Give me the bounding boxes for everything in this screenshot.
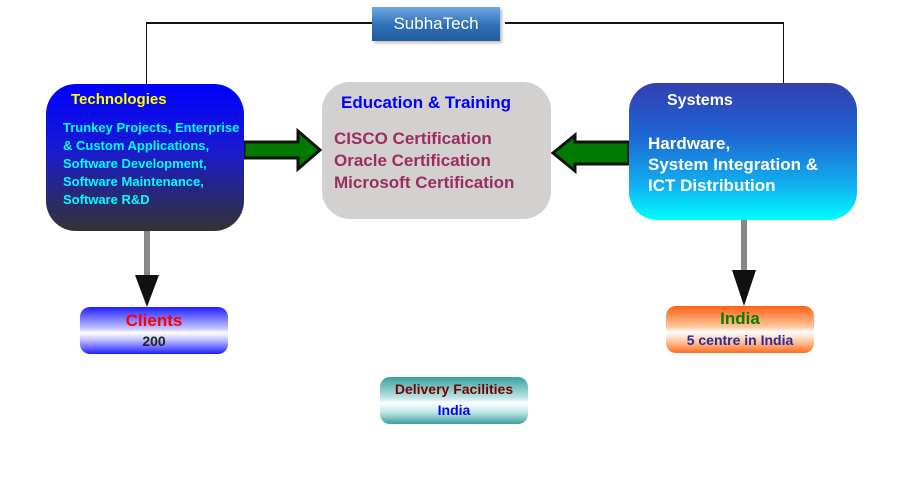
technologies-title: Technologies [71, 91, 167, 108]
connector-line [505, 22, 784, 24]
arrow-right-icon [242, 127, 323, 173]
clients-count: 200 [142, 333, 166, 349]
india-box: India 5 centre in India [666, 306, 814, 353]
arrow-down-icon [135, 275, 159, 307]
delivery-box: Delivery Facilities India [380, 377, 528, 424]
clients-title: Clients [125, 311, 183, 330]
systems-body: Hardware, System Integration & ICT Distr… [648, 133, 818, 196]
connector-line [146, 22, 372, 24]
education-item: Oracle Certification [334, 151, 491, 170]
systems-line: System Integration & [648, 155, 819, 174]
systems-line: ICT Distribution [648, 176, 776, 195]
systems-title: Systems [667, 92, 733, 109]
delivery-value: India [437, 402, 471, 418]
systems-box: Systems Hardware, System Integration & I… [629, 83, 857, 220]
education-item: Microsoft Certification [334, 173, 515, 192]
india-subtitle: 5 centre in India [686, 332, 794, 348]
clients-box: Clients 200 [80, 307, 228, 354]
education-item: CISCO Certification [334, 129, 492, 148]
delivery-title: Delivery Facilities [394, 381, 514, 397]
arrow-down-icon [732, 270, 756, 306]
education-items: CISCO Certification Oracle Certification… [334, 128, 514, 194]
brand-box: SubhaTech [372, 7, 500, 41]
systems-line: Hardware, [648, 134, 731, 153]
education-title: Education & Training [341, 93, 512, 112]
technologies-body: Trunkey Projects, Enterprise & Custom Ap… [63, 120, 240, 207]
connector-line [783, 22, 784, 84]
technologies-box: Technologies Trunkey Projects, Enterpris… [46, 84, 244, 231]
arrow-left-icon [550, 131, 631, 175]
education-box: Education & Training CISCO Certification… [322, 82, 551, 219]
india-title: India [720, 309, 760, 328]
connector-line [146, 22, 147, 85]
arrow-shaft [144, 231, 150, 277]
arrow-shaft [741, 220, 747, 272]
